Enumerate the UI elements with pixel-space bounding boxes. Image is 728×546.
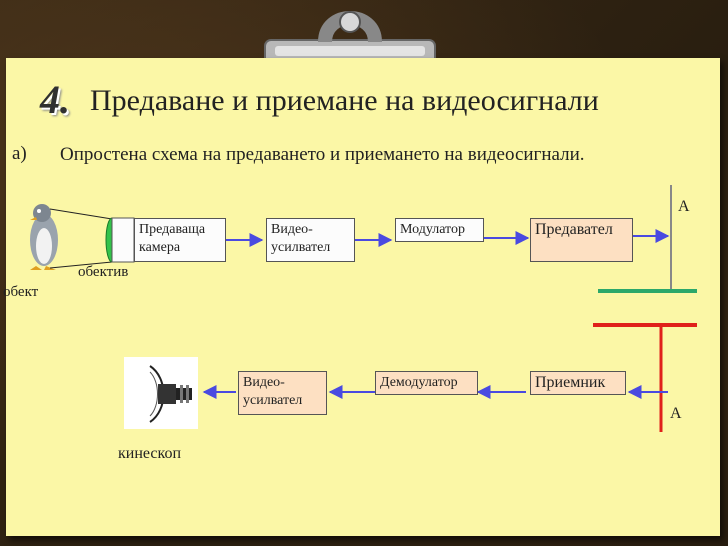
antenna-rx-label: А — [670, 405, 682, 422]
kinescope-label: кинескоп — [118, 445, 182, 462]
demodulator-box: Демодулатор — [375, 371, 478, 395]
antenna-tx-label: А — [678, 198, 690, 215]
paper-sheet — [6, 58, 720, 536]
transmitter-box: Предавател — [530, 218, 633, 262]
modulator-box: Модулатор — [395, 218, 484, 242]
receiver-box: Приемник — [530, 371, 626, 395]
object-label: обект — [3, 284, 39, 300]
kinescope-icon — [124, 357, 198, 429]
camera-box: Предаваща камера — [134, 218, 226, 262]
bullet-text: Опростена схема на предаването и приеман… — [60, 144, 585, 165]
transmit-antenna-icon — [598, 185, 697, 293]
video-amp-rx-box: Видео-усилвател — [238, 371, 327, 415]
transmit-arrows — [226, 229, 670, 247]
video-amp-tx-box: Видео-усилвател — [266, 218, 355, 262]
bullet-marker: а) — [12, 143, 27, 164]
lens-label: обектив — [78, 264, 129, 280]
receive-antenna-icon — [593, 323, 697, 432]
penguin-object-icon — [30, 204, 58, 270]
camera-body — [111, 217, 135, 263]
light-cone — [49, 208, 113, 269]
slide-number: 4. — [40, 77, 70, 122]
slide-title: Предаване и приемане на видеосигнали — [90, 84, 599, 117]
